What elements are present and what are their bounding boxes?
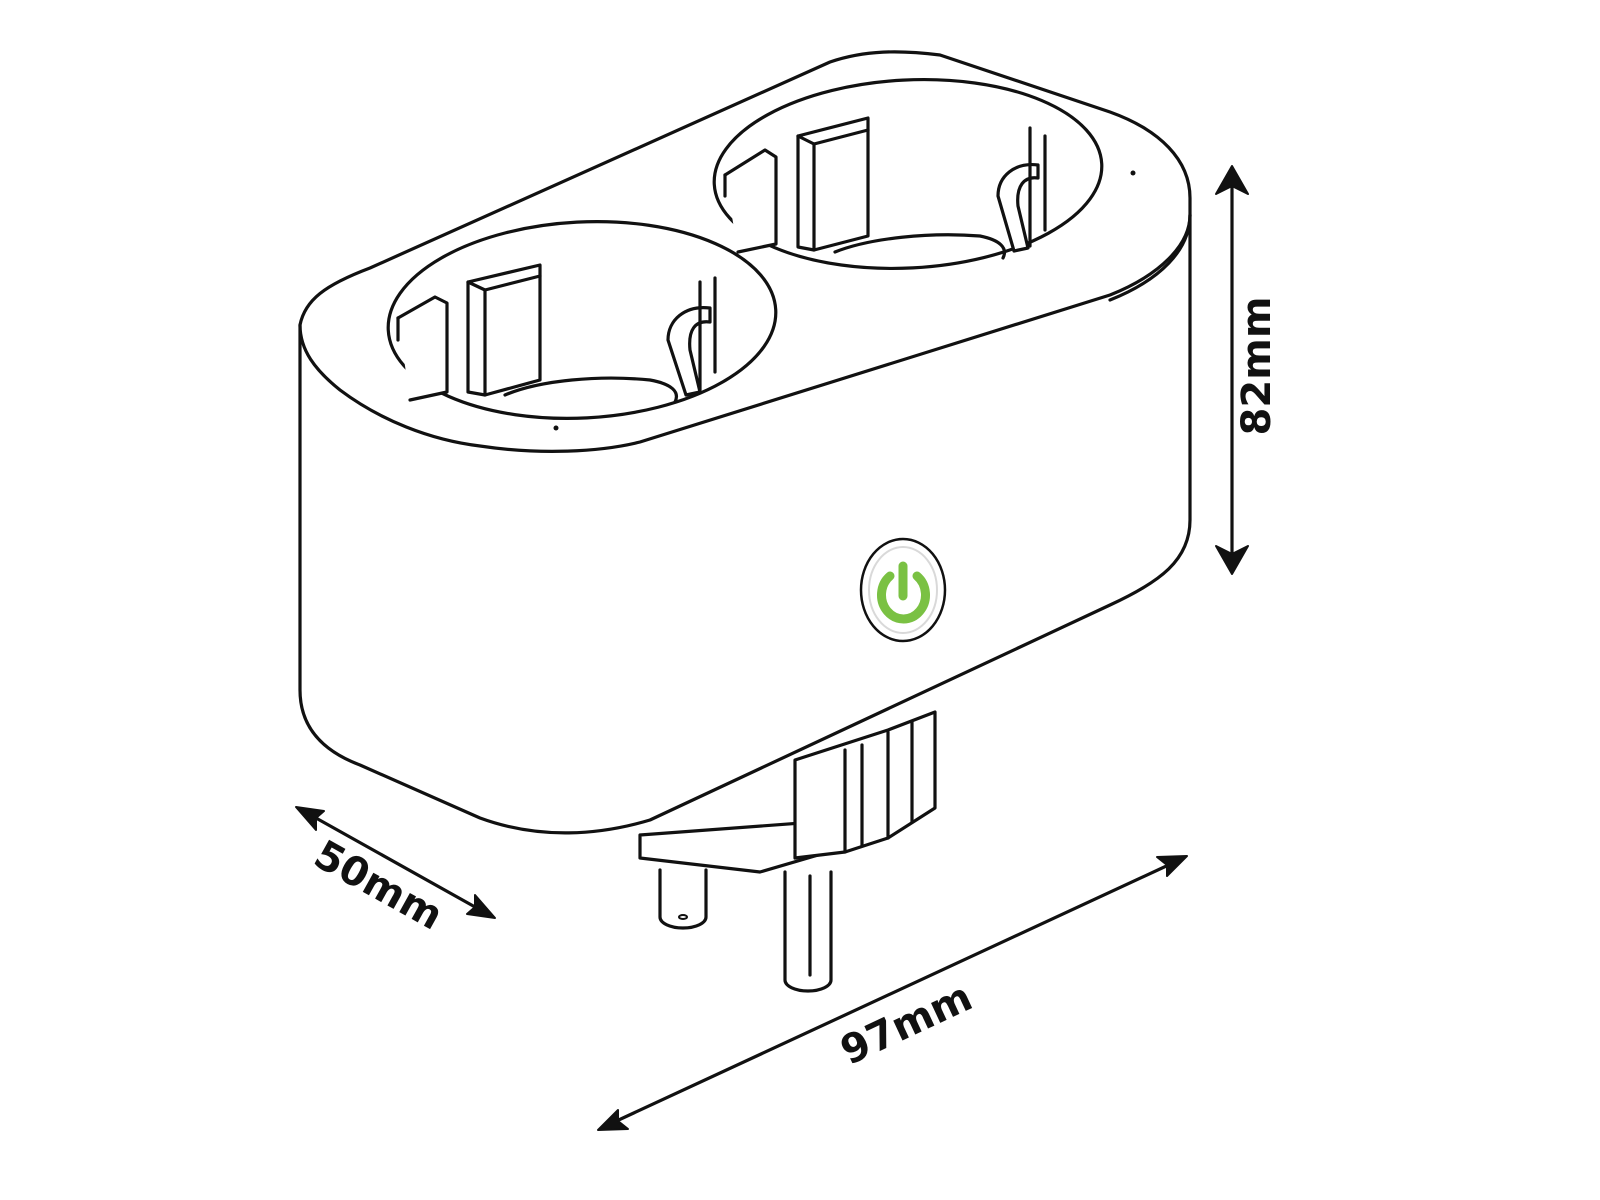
power-icon — [877, 561, 930, 624]
height-label: 82mm — [1234, 296, 1280, 435]
led-indicator-left — [553, 425, 559, 431]
plug-back-assembly — [638, 710, 937, 993]
socket-right — [712, 77, 1136, 271]
depth-label: 50mm — [306, 832, 450, 940]
width-label: 97mm — [834, 974, 979, 1074]
led-indicator-right — [1130, 170, 1136, 176]
plug-pin-right — [783, 870, 833, 993]
socket-left — [386, 220, 778, 431]
plug-pin-left — [658, 868, 708, 930]
dimension-depth: 50mm — [295, 806, 496, 940]
dimension-height: 82mm — [1215, 165, 1280, 575]
power-button[interactable] — [859, 537, 947, 643]
